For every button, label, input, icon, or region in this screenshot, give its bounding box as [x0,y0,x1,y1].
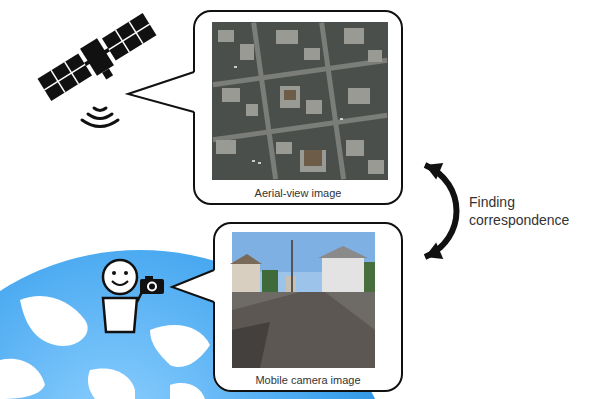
bubble-fill [213,222,403,392]
arrow-head [425,163,443,180]
edge-label: Finding correspondence [469,194,594,229]
speech-bubble: Aerial-view image [193,10,403,205]
camera-icon [140,276,164,294]
satellite-icon [36,11,162,111]
arrow-head [425,242,443,259]
bubble-tail [172,270,214,302]
bubble-tail [172,270,215,302]
bubble-tail [128,72,194,112]
curved-double-arrow [425,165,457,257]
image-caption: Aerial-view image [255,187,342,199]
signal-waves [82,108,118,127]
aerial-image [212,22,388,180]
bubble-tail [128,72,195,112]
person-icon [103,260,142,332]
image-caption: Mobile camera image [255,374,360,386]
speech-bubble: Mobile camera image [213,222,403,392]
bubble-fill [193,10,403,205]
street-photo [230,232,375,368]
globe [0,250,400,399]
